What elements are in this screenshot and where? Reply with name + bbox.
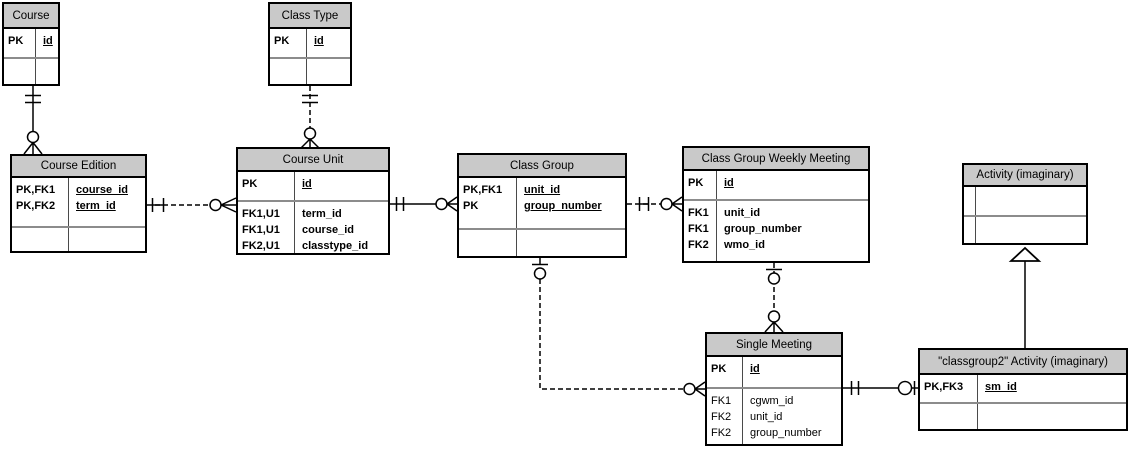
entity-classgroup2-title: "classgroup2" Activity (imaginary): [920, 350, 1126, 375]
key-label: PK: [242, 178, 258, 190]
key-label: PK: [688, 177, 704, 189]
key-label: PK: [8, 35, 24, 47]
entity-class-group-pk-section: PK,FK1 PK unit_id group_number: [459, 178, 625, 228]
key-label: PK,FK1: [16, 184, 56, 196]
field-name: id: [302, 178, 312, 190]
key-label: FK1,U1: [242, 224, 280, 236]
key-label: PK,FK1: [463, 184, 503, 196]
field-name: sm_id: [985, 381, 1017, 393]
key-label: FK1: [711, 395, 732, 407]
rel-course-unit-class-group: [390, 196, 458, 212]
key-label: PK,FK3: [924, 381, 964, 393]
entity-class-group: Class Group PK,FK1 PK unit_id group_numb…: [457, 153, 627, 258]
entity-activity-pk-section: [964, 187, 1086, 215]
entity-class-type-attr-section: [270, 57, 350, 84]
rel-inheritance-classgroup2-activity: [1008, 246, 1042, 348]
entity-course-edition: Course Edition PK,FK1 PK,FK2 course_id t…: [10, 154, 147, 253]
rel-class-group-single-meeting: [532, 258, 706, 397]
rel-course-course-edition: [23, 84, 43, 155]
field-name: group_number: [724, 223, 802, 235]
field-name: group_number: [524, 200, 602, 212]
entity-classgroup2-attr-section: [920, 402, 1126, 429]
entity-class-type: Class Type PK id: [268, 2, 352, 86]
entity-single-meeting: Single Meeting PK id FK1 FK2 FK2 cgwm_id…: [705, 332, 843, 446]
field-name: id: [43, 35, 53, 47]
entity-cgwm-pk-section: PK id: [684, 171, 868, 199]
field-name: id: [314, 35, 324, 47]
field-name: classtype_id: [302, 240, 369, 252]
entity-course-unit: Course Unit PK id FK1,U1 FK1,U1 FK2,U1 t…: [236, 147, 390, 255]
entity-course-unit-title: Course Unit: [238, 149, 388, 172]
field-name: unit_id: [724, 207, 761, 219]
key-label: PK: [711, 363, 727, 375]
field-name: unit_id: [750, 411, 783, 423]
entity-single-meeting-pk-section: PK id: [707, 357, 841, 387]
key-label: FK2,U1: [242, 240, 280, 252]
entity-classgroup2-activity: "classgroup2" Activity (imaginary) PK,FK…: [918, 348, 1128, 431]
rel-classtype-course-unit: [300, 86, 320, 149]
entity-course: Course PK id: [2, 2, 60, 86]
entity-class-group-title: Class Group: [459, 155, 625, 178]
entity-course-attr-section: [4, 57, 58, 84]
key-label: PK: [274, 35, 290, 47]
key-label: FK2: [688, 239, 709, 251]
entity-class-type-pk-section: PK id: [270, 29, 350, 57]
rel-single-meeting-classgroup2: [843, 380, 918, 396]
field-name: term_id: [76, 200, 116, 212]
field-name: id: [724, 177, 734, 189]
entity-class-group-weekly-meeting: Class Group Weekly Meeting PK id FK1 FK1…: [682, 146, 870, 263]
entity-classgroup2-pk-section: PK,FK3 sm_id: [920, 375, 1126, 402]
entity-class-type-title: Class Type: [270, 4, 350, 29]
field-name: wmo_id: [724, 239, 765, 251]
entity-class-group-attr-section: [459, 228, 625, 256]
key-label: PK: [463, 200, 479, 212]
key-label: FK2: [711, 427, 732, 439]
field-name: id: [750, 363, 760, 375]
entity-cgwm-attr-section: FK1 FK1 FK2 unit_id group_number wmo_id: [684, 199, 868, 261]
key-label: PK,FK2: [16, 200, 56, 212]
key-label: FK1: [688, 207, 709, 219]
rel-class-group-cgwm: [627, 196, 683, 212]
rel-cgwm-single-meeting: [764, 263, 784, 333]
field-name: cgwm_id: [750, 395, 794, 407]
key-label: FK1: [688, 223, 709, 235]
rel-course-edition-course-unit: [147, 197, 237, 213]
field-name: term_id: [302, 208, 342, 220]
entity-single-meeting-attr-section: FK1 FK2 FK2 cgwm_id unit_id group_number: [707, 387, 841, 444]
entity-course-title: Course: [4, 4, 58, 29]
entity-single-meeting-title: Single Meeting: [707, 334, 841, 357]
entity-course-pk-section: PK id: [4, 29, 58, 57]
entity-course-edition-title: Course Edition: [12, 156, 145, 178]
key-label: FK2: [711, 411, 732, 423]
entity-activity-imaginary: Activity (imaginary): [962, 163, 1088, 245]
entity-activity-attr-section: [964, 215, 1086, 243]
entity-cgwm-title: Class Group Weekly Meeting: [684, 148, 868, 171]
field-name: unit_id: [524, 184, 561, 196]
entity-course-unit-attr-section: FK1,U1 FK1,U1 FK2,U1 term_id course_id c…: [238, 200, 388, 253]
entity-course-edition-attr-section: [12, 226, 145, 251]
entity-activity-title: Activity (imaginary): [964, 165, 1086, 187]
key-label: FK1,U1: [242, 208, 280, 220]
field-name: course_id: [302, 224, 354, 236]
field-name: group_number: [750, 427, 822, 439]
entity-course-edition-pk-section: PK,FK1 PK,FK2 course_id term_id: [12, 178, 145, 226]
entity-course-unit-pk-section: PK id: [238, 172, 388, 200]
field-name: course_id: [76, 184, 128, 196]
